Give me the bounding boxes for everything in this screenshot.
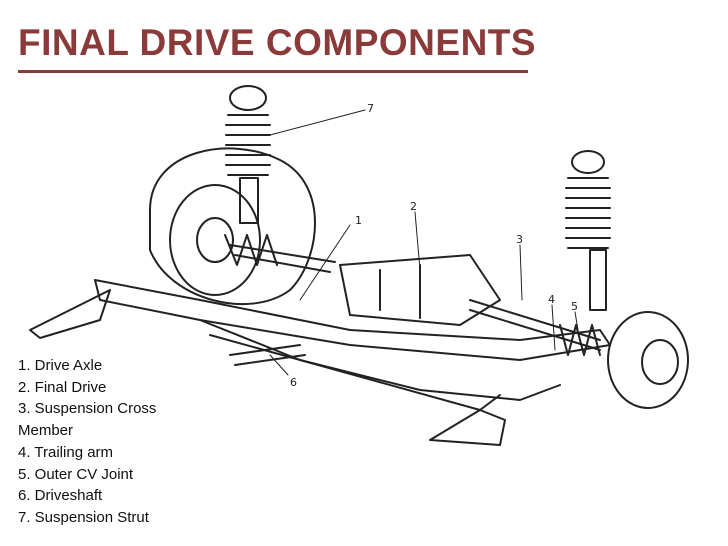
right-strut-top: [571, 150, 605, 174]
left-mount: [29, 289, 111, 339]
left-spring: [225, 114, 271, 176]
legend-item: 2. Final Drive: [18, 378, 107, 396]
legend-item: 7. Suspension Strut: [18, 508, 149, 526]
driveshaft: [229, 344, 306, 366]
legend-item: 3. Suspension Cross: [18, 400, 157, 418]
left-brake-disc: [169, 184, 261, 296]
title-underline: [18, 70, 528, 73]
callout-5: 5: [571, 300, 578, 313]
suspension-diagram: 1 2 3 4 5 6 7: [29, 85, 689, 446]
left-tire: [149, 147, 316, 305]
right-brake-disc: [607, 311, 689, 409]
callout-4: 4: [548, 293, 555, 306]
trailing-arm: [199, 319, 561, 401]
component-legend: 1. Drive Axle 2. Final Drive 3. Suspensi…: [18, 355, 208, 529]
callout-1: 1: [355, 214, 362, 227]
left-hub: [196, 217, 234, 263]
right-strut-body: [589, 249, 607, 311]
left-strut-top: [229, 85, 267, 111]
legend-item: Member: [18, 422, 74, 440]
left-strut-body: [239, 177, 259, 224]
right-mount: [429, 409, 506, 446]
page-title: FINAL DRIVE COMPONENTS: [18, 22, 537, 63]
right-hub: [641, 339, 679, 385]
legend-item: 4. Trailing arm: [18, 443, 114, 461]
drive-axle: [229, 244, 336, 273]
callout-6: 6: [290, 376, 297, 389]
callout-7: 7: [367, 102, 374, 115]
legend-item: 1. Drive Axle: [18, 357, 103, 374]
legend-item: 6. Driveshaft: [18, 487, 103, 505]
callout-3: 3: [516, 233, 523, 246]
legend-item: 5. Outer CV Joint: [18, 465, 134, 483]
cross-member: [94, 279, 611, 361]
callout-2: 2: [410, 200, 417, 213]
left-cv-boot: [224, 234, 278, 266]
right-spring: [565, 177, 611, 249]
